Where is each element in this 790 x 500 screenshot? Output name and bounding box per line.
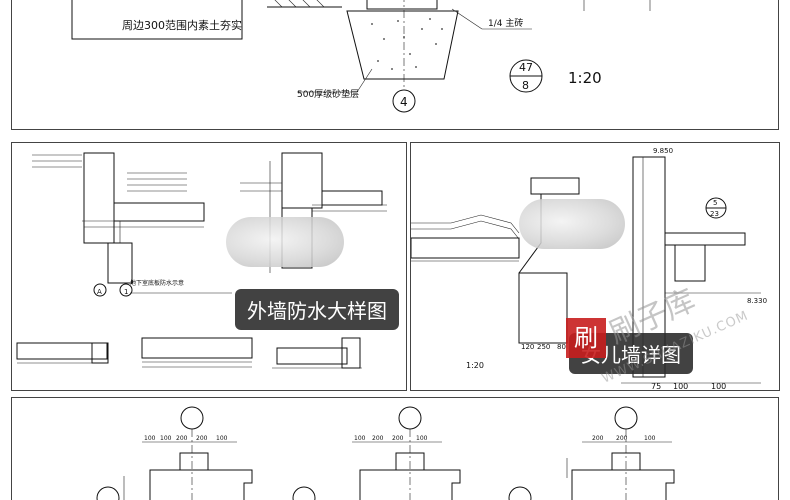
magnifier-overlay	[226, 217, 344, 267]
svg-text:100: 100	[144, 435, 156, 442]
exterior-wall-drawing: A 1 地下室底板防水示意	[16, 152, 387, 369]
top-detail-drawing: 周边300范围内素土夯实 1/4 主砖 500厚级砂垫层 4 4	[71, 0, 651, 113]
svg-text:120: 120	[521, 343, 534, 351]
svg-text:100: 100	[160, 435, 172, 442]
grid-circle-1	[119, 283, 133, 297]
gravel-footing	[346, 10, 459, 80]
bottom-section-panel: 100 100 200 200 100 100 200 200 100 200 …	[11, 397, 779, 500]
svg-text:100: 100	[711, 382, 726, 391]
svg-text:23: 23	[710, 210, 719, 218]
svg-text:250: 250	[537, 343, 550, 351]
svg-text:200: 200	[176, 435, 188, 442]
bottom-layer-details	[16, 337, 362, 369]
slab-section	[113, 202, 205, 222]
svg-text:200: 200	[196, 435, 208, 442]
svg-text:200: 200	[372, 435, 384, 442]
bottom-section-drawing: 100 100 200 200 100 100 200 200 100 200 …	[96, 406, 675, 500]
gravel-label: 500厚级砂垫层	[297, 88, 359, 100]
svg-text:100: 100	[673, 382, 688, 391]
node-scale: 1:20	[466, 361, 484, 370]
svg-text:200: 200	[392, 435, 404, 442]
dim-string-3: 200 200 100	[582, 435, 672, 443]
magnifier-overlay-right	[519, 199, 625, 249]
note-box	[71, 0, 243, 40]
scale-label: 1:20	[568, 69, 602, 87]
svg-text:100: 100	[216, 435, 228, 442]
gravel-dots	[371, 18, 443, 70]
axis-circle	[392, 89, 416, 113]
caption-exterior-wall: 外墙防水大样图	[235, 289, 399, 330]
index-bottom: 8	[522, 79, 529, 92]
axis-number: 4	[400, 95, 408, 109]
dim-string-2: 100 200 200 100	[352, 435, 442, 443]
parapet-cap	[530, 177, 580, 195]
section-shape-1	[96, 452, 253, 500]
svg-text:地下室底板防水示意: 地下室底板防水示意	[130, 279, 184, 287]
brick-cap	[366, 0, 438, 10]
axis-circle-1	[180, 406, 204, 430]
svg-text:5: 5	[713, 199, 717, 207]
svg-text:200: 200	[616, 435, 628, 442]
top-elevation: 9.850	[653, 147, 673, 155]
grid-1-label: 1	[124, 288, 128, 296]
svg-text:100: 100	[354, 435, 366, 442]
svg-text:100: 100	[644, 435, 656, 442]
svg-text:100: 100	[416, 435, 428, 442]
top-detail-panel: 周边300范围内素土夯实 1/4 主砖 500厚级砂垫层 4 4	[11, 0, 779, 130]
right-elevation: 8.330	[747, 297, 767, 305]
left-dims: 120 250 80	[521, 343, 566, 351]
axis-circle-2	[398, 406, 422, 430]
svg-text:200: 200	[592, 435, 604, 442]
section-shape-2	[292, 452, 461, 500]
watermark-logo-badge: 刷	[566, 318, 606, 358]
index-top: 47	[519, 61, 533, 74]
compact-note: 周边300范围内素土夯实	[122, 18, 242, 32]
svg-text:80: 80	[557, 343, 566, 351]
dim-string-1: 100 100 200 200 100	[142, 435, 237, 443]
parapet-column	[632, 156, 666, 378]
beam-section	[107, 242, 133, 284]
grid-circle-a	[93, 283, 107, 297]
axis-circle-3	[614, 406, 638, 430]
wall-section	[83, 152, 115, 244]
leader-lines-left	[32, 154, 187, 192]
brick-label: 1/4 主砖	[488, 17, 523, 29]
parapet-wall	[518, 272, 568, 344]
grid-a-label: A	[97, 288, 102, 296]
svg-text:75: 75	[651, 382, 661, 391]
section-shape-3	[508, 452, 675, 500]
upper-wall	[281, 152, 323, 209]
exterior-wall-waterproof-panel: A 1 地下室底板防水示意 外墙防水大样图	[11, 142, 407, 391]
